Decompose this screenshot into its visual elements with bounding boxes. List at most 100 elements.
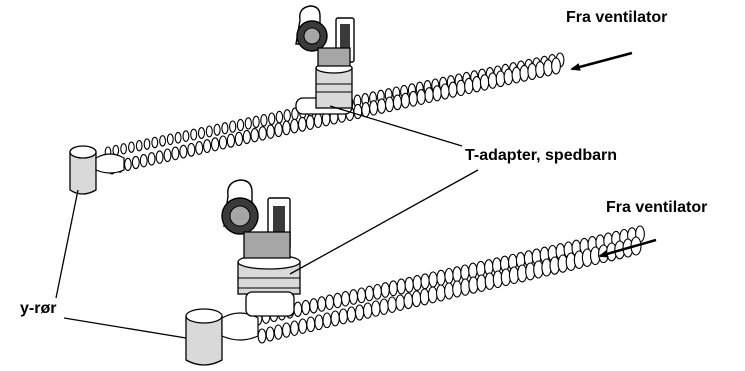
tube-ring bbox=[444, 282, 454, 300]
top-circuit bbox=[69, 5, 633, 195]
tube-ring bbox=[487, 72, 498, 89]
arrow-left-icon bbox=[598, 238, 657, 258]
tube-ring bbox=[297, 116, 307, 132]
bottom-ventilator-label: Fra ventilator bbox=[606, 199, 708, 216]
tube-ring bbox=[476, 274, 487, 292]
tube-ring bbox=[305, 115, 315, 130]
tube-ring bbox=[348, 289, 359, 305]
tube-ring bbox=[139, 154, 148, 168]
tube-ring bbox=[551, 57, 561, 75]
bottom-circuit bbox=[185, 169, 657, 366]
tube-ring bbox=[205, 125, 213, 138]
bottom-front-tube bbox=[257, 236, 642, 344]
tube-ring bbox=[471, 76, 482, 93]
t-adapter-leader-bottom bbox=[289, 169, 479, 275]
tube-ring bbox=[452, 280, 463, 298]
tube-ring bbox=[432, 85, 442, 102]
tube-ring bbox=[412, 275, 422, 291]
tube-ring bbox=[372, 283, 382, 300]
tube-ring bbox=[252, 115, 260, 129]
tube-ring bbox=[468, 276, 479, 294]
tube-ring bbox=[354, 304, 365, 321]
tube-ring bbox=[174, 131, 182, 144]
tube-ring bbox=[283, 109, 291, 122]
tube-ring bbox=[234, 131, 244, 147]
tube-ring bbox=[218, 135, 228, 150]
tube-ring bbox=[190, 128, 198, 141]
tube-ring bbox=[420, 273, 430, 290]
tube-ring bbox=[131, 155, 140, 170]
tube-ring bbox=[444, 267, 454, 285]
tube-ring bbox=[361, 102, 371, 118]
tube-ring bbox=[456, 79, 466, 97]
tube-ring bbox=[369, 100, 379, 116]
tube-ring bbox=[448, 81, 458, 98]
tube-ring bbox=[187, 142, 196, 157]
tube-ring bbox=[166, 133, 174, 146]
tube-ring bbox=[298, 318, 308, 334]
tube-ring bbox=[257, 328, 267, 344]
bottom-y-piece bbox=[185, 308, 259, 366]
tube-ring bbox=[338, 308, 348, 325]
tube-ring bbox=[229, 120, 237, 133]
tube-ring bbox=[476, 260, 486, 278]
tube-ring bbox=[290, 118, 299, 134]
tube-ring bbox=[313, 113, 323, 129]
tube-ring bbox=[203, 139, 212, 154]
tube-ring bbox=[428, 271, 438, 288]
tube-ring bbox=[464, 77, 474, 95]
tube-ring bbox=[182, 130, 190, 142]
tube-ring bbox=[128, 141, 135, 153]
tube-ring bbox=[293, 301, 303, 317]
tube-ring bbox=[346, 306, 357, 323]
tube-ring bbox=[322, 312, 332, 329]
tube-ring bbox=[213, 123, 221, 136]
top-y-piece bbox=[69, 145, 125, 195]
tube-ring bbox=[244, 117, 252, 130]
tube-ring bbox=[226, 133, 236, 148]
tube-ring bbox=[404, 276, 414, 293]
tube-ring bbox=[495, 70, 506, 88]
tube-ring bbox=[436, 269, 446, 286]
tube-ring bbox=[419, 288, 430, 306]
tube-ring bbox=[210, 137, 220, 152]
tube-ring bbox=[135, 140, 143, 152]
tube-ring bbox=[333, 292, 343, 309]
tube-ring bbox=[384, 96, 395, 113]
tube-ring bbox=[275, 110, 284, 124]
y-piece-leader-top bbox=[55, 189, 79, 299]
tube-ring bbox=[155, 150, 164, 164]
tube-ring bbox=[388, 280, 398, 297]
tube-ring bbox=[306, 316, 316, 333]
tube-ring bbox=[460, 278, 471, 296]
y-piece-label: y-rør bbox=[20, 300, 57, 317]
arrow-left-icon bbox=[570, 51, 633, 71]
tube-ring bbox=[400, 92, 410, 109]
tube-ring bbox=[379, 298, 389, 315]
tube-ring bbox=[236, 118, 245, 132]
tube-ring bbox=[484, 272, 495, 290]
tube-ring bbox=[159, 135, 167, 147]
tube-ring bbox=[260, 114, 268, 127]
tube-ring bbox=[503, 68, 514, 86]
tube-ring bbox=[265, 326, 275, 342]
tube-ring bbox=[124, 157, 132, 172]
tube-ring bbox=[519, 64, 530, 82]
tube-ring bbox=[395, 294, 406, 311]
tube-ring bbox=[250, 128, 259, 143]
tube-ring bbox=[221, 122, 229, 135]
tube-ring bbox=[387, 296, 397, 313]
t-adapter-label: T-adapter, spedbarn bbox=[465, 147, 618, 164]
tube-ring bbox=[314, 314, 324, 331]
tube-ring bbox=[440, 83, 450, 100]
tube-ring bbox=[273, 324, 283, 340]
tube-ring bbox=[460, 264, 470, 281]
tube-ring bbox=[362, 302, 373, 319]
tube-ring bbox=[120, 143, 127, 155]
tube-ring bbox=[143, 138, 151, 150]
tube-ring bbox=[403, 292, 414, 310]
bottom-t-adapter bbox=[237, 254, 301, 317]
bottom-rear-tube bbox=[253, 225, 645, 326]
